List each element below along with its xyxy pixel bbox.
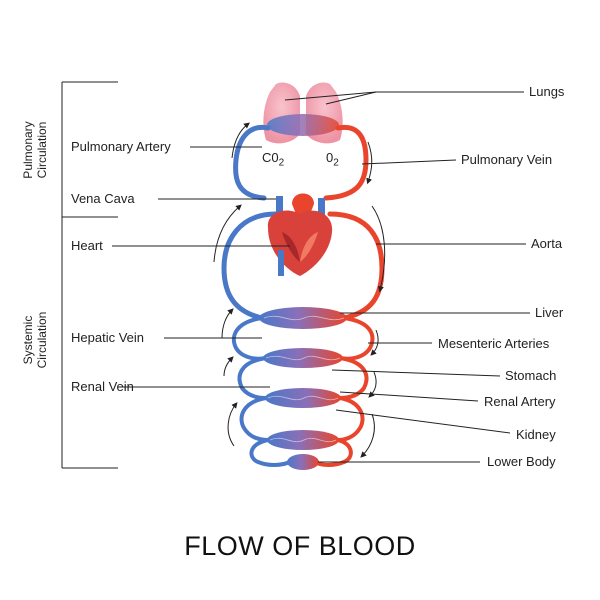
pulmonary-vessels <box>233 124 369 201</box>
label-stomach: Stomach <box>505 368 557 383</box>
systemic-main-loop <box>221 211 385 321</box>
diagram-title: FLOW OF BLOOD <box>184 531 416 561</box>
label-vena-cava: Vena Cava <box>71 191 135 206</box>
label-lungs: Lungs <box>529 84 565 99</box>
label-renal-artery: Renal Artery <box>484 394 556 409</box>
o2-label: 02 <box>326 150 339 169</box>
section-brackets <box>61 81 118 469</box>
co2-label: C02 <box>262 150 285 169</box>
label-liver: Liver <box>535 305 564 320</box>
label-renal-vein: Renal Vein <box>71 379 134 394</box>
label-mesenteric-arteries: Mesenteric Arteries <box>438 336 550 351</box>
label-hepatic-vein: Hepatic Vein <box>71 330 144 345</box>
lungs-organ <box>263 82 343 144</box>
organ-loops <box>231 316 375 467</box>
pulmonary-circulation-label: Pulmonary Circulation <box>21 121 49 179</box>
label-pulmonary-artery: Pulmonary Artery <box>71 139 171 154</box>
label-pulmonary-vein: Pulmonary Vein <box>461 152 553 167</box>
systemic-circulation-label: Systemic Circulation <box>21 311 49 369</box>
leader-lines <box>112 91 530 463</box>
label-lower-body: Lower Body <box>487 454 556 469</box>
label-heart: Heart <box>71 238 103 253</box>
label-kidney: Kidney <box>516 427 556 442</box>
heart-organ <box>267 193 333 276</box>
capillary-beds <box>259 307 347 470</box>
label-aorta: Aorta <box>531 236 563 251</box>
